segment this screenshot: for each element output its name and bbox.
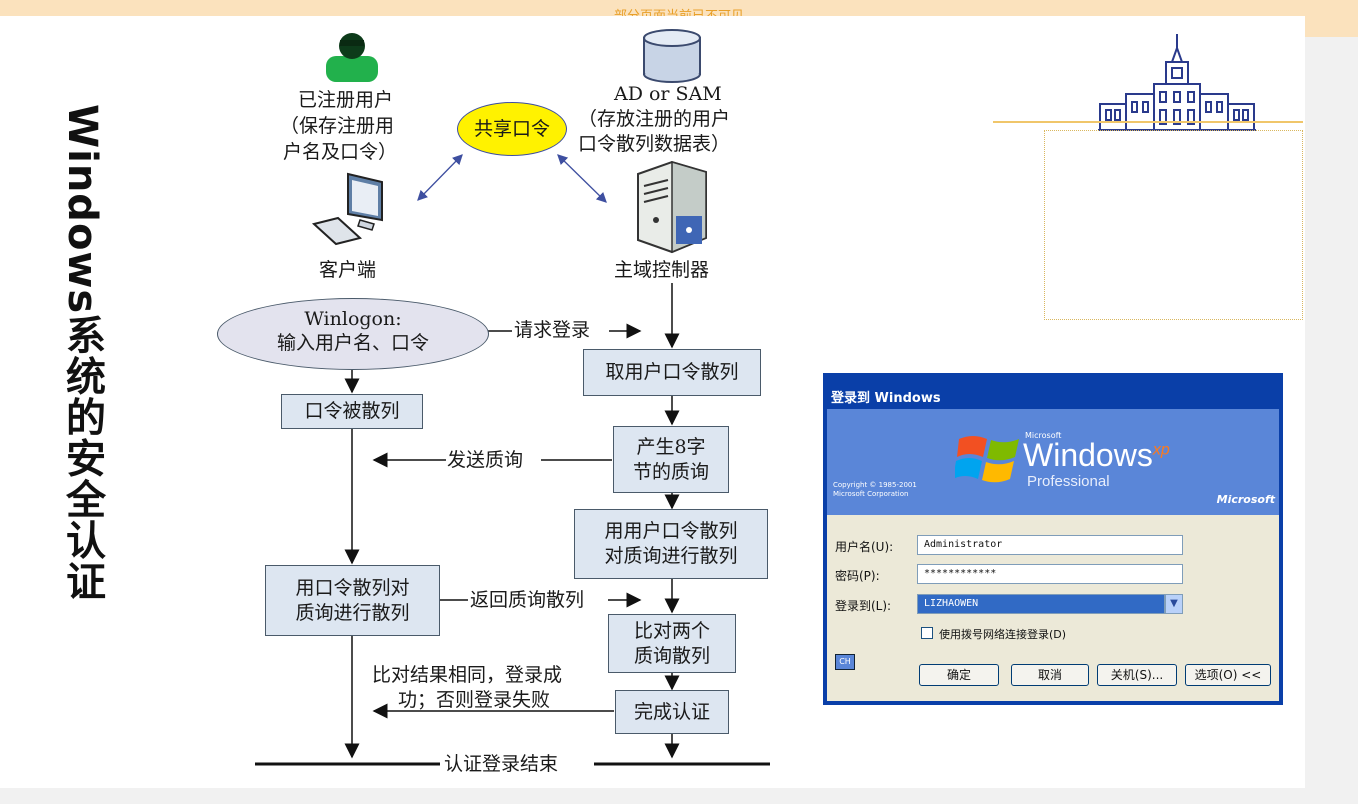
slide-title: Windows系统的安全认证: [59, 104, 105, 602]
computer-icon: [311, 172, 383, 246]
xp-form: 用户名(U): Administrator 密码(P): ***********…: [827, 515, 1279, 701]
password-label: 密码(P):: [835, 569, 880, 583]
domain-controller-label: 主域控制器: [614, 259, 710, 281]
server-icon: [637, 160, 707, 254]
client-hash-challenge-line1: 用口令散列对: [295, 576, 410, 599]
copyright-line2: Microsoft Corporation: [833, 490, 909, 498]
dialup-checkbox[interactable]: [921, 627, 933, 639]
shutdown-button[interactable]: 关机(S)...: [1097, 664, 1177, 686]
end-label: 认证登录结束: [444, 753, 559, 775]
xp-dialog-title: 登录到 Windows: [831, 391, 941, 406]
ad-sam-line3: 口令散列数据表）: [578, 133, 731, 155]
chevron-down-icon[interactable]: ▼: [1165, 594, 1183, 614]
request-login-label: 请求登录: [514, 319, 591, 341]
cancel-button[interactable]: 取消: [1011, 664, 1089, 686]
ad-sam-line2: （存放注册的用户: [578, 108, 731, 130]
domain-select[interactable]: LIZHAOWEN: [917, 594, 1165, 614]
shared-secret-ellipse: 共享口令: [457, 102, 567, 156]
generate-challenge-line1: 产生8字: [636, 435, 706, 458]
client-label: 客户端: [319, 259, 377, 281]
xp-login-dialog: 登录到 Windows Microsoft Windowsxp Professi…: [823, 373, 1283, 705]
return-hash-label: 返回质询散列: [470, 589, 585, 611]
dialup-label: 使用拨号网络连接登录(D): [939, 628, 1067, 641]
auth-complete-box: 完成认证: [615, 690, 729, 734]
windows-brand: Windowsxp: [1023, 437, 1170, 474]
language-indicator[interactable]: CH: [835, 654, 855, 670]
options-button[interactable]: 选项(O) <<: [1185, 664, 1271, 686]
ms-small-brand: Microsoft: [1025, 431, 1062, 440]
windows-flag-icon: [955, 436, 1019, 483]
shared-secret-label: 共享口令: [473, 118, 550, 140]
password-field[interactable]: ************: [917, 564, 1183, 584]
result-line1: 比对结果相同，登录成: [372, 664, 563, 686]
result-line2: 功；否则登录失败: [398, 689, 551, 711]
get-hash-box: 取用户口令散列: [583, 349, 761, 396]
user-icon: [326, 33, 378, 82]
ms-logo: Microsoft: [1216, 493, 1275, 506]
generate-challenge-box: 产生8字 节的质询: [613, 426, 729, 493]
get-hash-text: 取用户口令散列: [605, 361, 739, 383]
compare-box: 比对两个 质询散列: [608, 614, 736, 673]
winlogon-line1: Winlogon:: [304, 308, 402, 330]
compare-line1: 比对两个: [633, 619, 710, 642]
password-hashed-box: 口令被散列: [281, 394, 423, 429]
ok-button[interactable]: 确定: [919, 664, 999, 686]
compare-line2: 质询散列: [633, 644, 710, 667]
client-user-line1: 已注册用户: [298, 89, 394, 111]
database-icon: [643, 29, 701, 83]
windows-brand-text: Windows: [1023, 437, 1153, 473]
dc-hash-challenge-box: 用用户口令散列 对质询进行散列: [574, 509, 768, 579]
dc-hash-challenge-line2: 对质询进行散列: [604, 545, 738, 567]
xp-banner: Microsoft Windowsxp Professional Copyrig…: [827, 409, 1279, 515]
copyright-line1: Copyright © 1985-2001: [833, 481, 917, 489]
placeholder-frame: [1044, 130, 1303, 320]
domain-label: 登录到(L):: [835, 599, 892, 613]
ad-sam-line1: AD or SAM: [614, 83, 722, 105]
client-hash-challenge-line2: 质询进行散列: [295, 601, 410, 624]
client-hash-challenge-box: 用口令散列对 质询进行散列: [265, 565, 440, 636]
header-rule: [993, 121, 1303, 123]
winlogon-line2: 输入用户名、口令: [276, 332, 429, 354]
send-challenge-label: 发送质询: [447, 449, 524, 471]
xp-sup: xp: [1152, 441, 1170, 459]
auth-complete-text: 完成认证: [633, 700, 710, 723]
username-label: 用户名(U):: [835, 540, 894, 554]
generate-challenge-line2: 节的质询: [632, 460, 709, 483]
dc-hash-challenge-line1: 用用户口令散列: [604, 520, 738, 542]
client-user-line2: （保存注册用: [280, 115, 395, 137]
password-hashed-text: 口令被散列: [304, 400, 400, 422]
winlogon-ellipse: Winlogon: 输入用户名、口令: [217, 298, 489, 370]
client-user-line3: 户名及口令）: [283, 141, 398, 163]
edition-text: Professional: [1027, 473, 1110, 490]
username-field[interactable]: Administrator: [917, 535, 1183, 555]
